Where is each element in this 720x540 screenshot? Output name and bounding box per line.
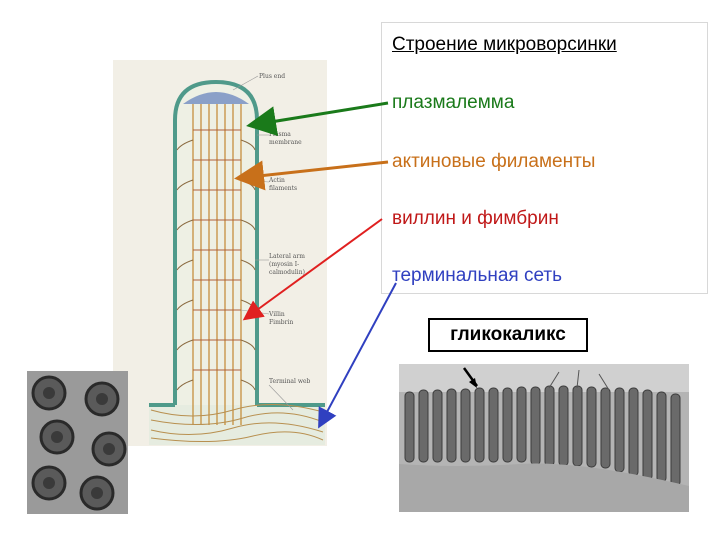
label-actin-2: filaments [269, 185, 297, 192]
microvillus-diagram: Plus end Plasma membrane Actin filaments… [113, 60, 327, 446]
label-lateral-1: Lateral arm [269, 253, 305, 260]
label-terminal-web: Terminal web [269, 378, 311, 385]
label-fimbrin: Fimbrin [269, 319, 293, 326]
label-actin-1: Actin [268, 177, 285, 184]
cross-section-micrograph [27, 371, 128, 514]
legend-plasmalemma: плазмалемма [392, 92, 515, 113]
diagram-title: Строение микроворсинки [392, 34, 617, 55]
label-plasma-membrane-1: Plasma [269, 131, 291, 138]
legend-terminal-web: терминальная сеть [392, 265, 563, 286]
label-lateral-3: calmodulin) [269, 269, 305, 276]
arrow-terminal-web [318, 282, 397, 429]
legend-panel [381, 22, 708, 294]
legend-villin-fimbrin: виллин и фимбрин [392, 208, 559, 229]
glycocalyx-label: гликокаликс [428, 318, 588, 352]
label-villin: Villin [268, 311, 285, 318]
label-lateral-2: (myosin I- [269, 261, 299, 268]
longitudinal-micrograph [399, 364, 689, 512]
legend-actin-filaments: актиновые филаменты [392, 151, 596, 172]
label-plus-end: Plus end [259, 73, 285, 80]
label-plasma-membrane-2: membrane [269, 139, 302, 146]
